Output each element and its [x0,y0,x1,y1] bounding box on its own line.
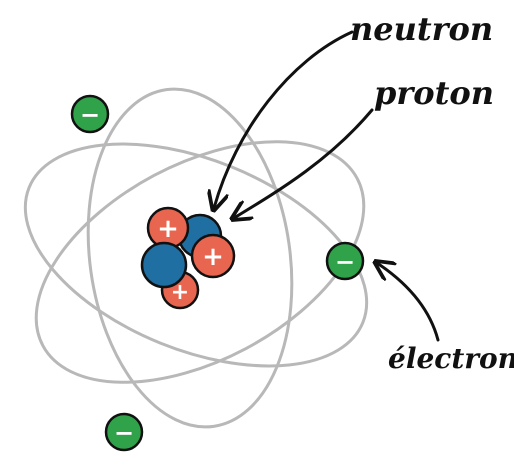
electron-sign: − [80,101,100,129]
electron-top-left: − [70,94,110,134]
neutron-label: neutron [350,10,493,48]
orbit-2 [23,142,369,368]
electron-bottom: − [104,412,144,452]
proton-sign: + [202,242,224,272]
orbit-3 [86,87,294,429]
electron-sign: − [114,419,134,447]
electron-right: − [325,241,365,281]
neutron-front [140,241,188,289]
proton-right: + [190,233,236,279]
orbit-1 [34,140,366,384]
nucleus: + + + [140,206,236,310]
orbits [23,87,369,429]
proton-sign: + [171,280,189,305]
electron-label: électron [388,342,514,375]
neutron-arrow [214,30,354,208]
proton-label: proton [374,74,494,112]
electron-arrow [377,263,440,342]
electron-sign: − [335,248,355,276]
proton-sign: + [157,214,179,244]
proton-top: + [146,206,190,250]
proton-arrow [234,108,374,218]
